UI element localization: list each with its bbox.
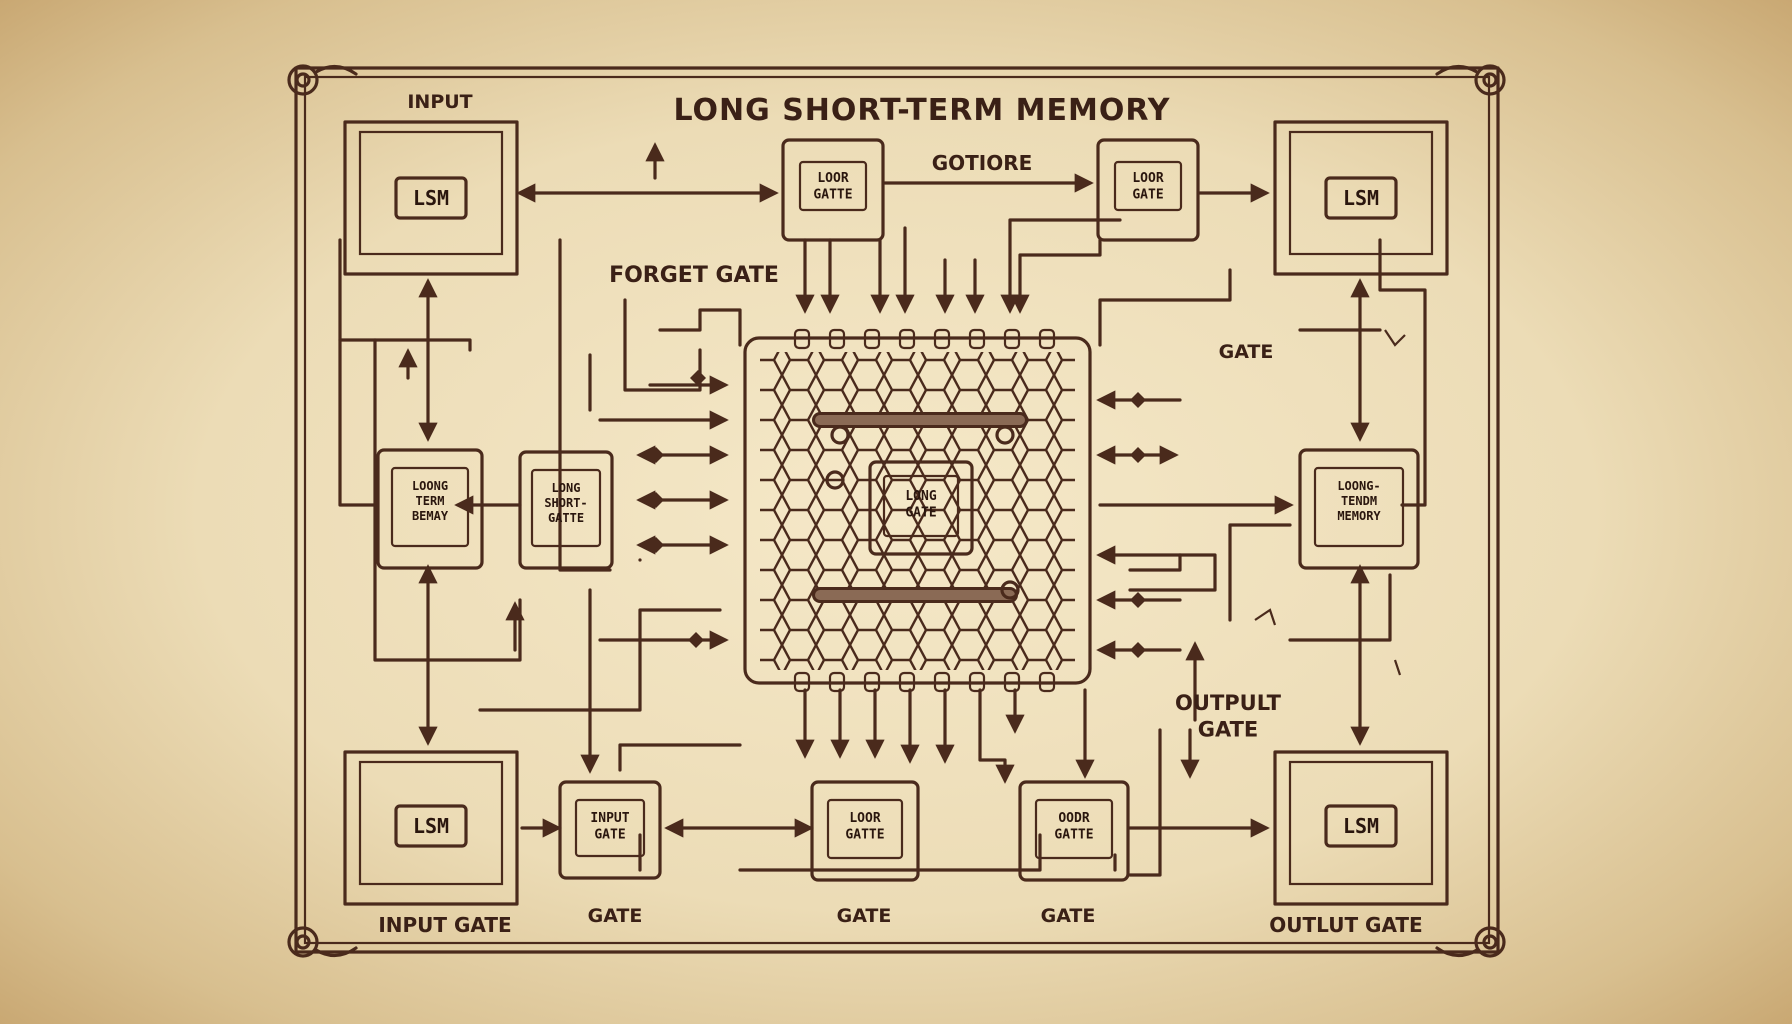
- text-line: GATTE: [1054, 827, 1093, 842]
- label-input-top: INPUT: [407, 91, 472, 113]
- label-gate-bottom-1: GATE: [588, 905, 643, 927]
- text-line: INPUT: [590, 811, 629, 826]
- corner-flourish-tl: [287, 64, 358, 96]
- text-line: LONG: [905, 489, 936, 504]
- text-line: LONG: [552, 481, 581, 495]
- text-line: GATTE: [813, 187, 852, 202]
- text-line: BEMAY: [412, 509, 449, 523]
- text-line: GATE: [1132, 187, 1163, 202]
- text-line: GATE: [1198, 717, 1259, 741]
- text-line: GATTE: [845, 827, 884, 842]
- ornamental-frame: [287, 64, 1506, 958]
- corner-flourish-tr: [1435, 64, 1506, 96]
- text-line: GATE: [594, 827, 625, 842]
- label-output-gate-bottom: OUTLUT GATE: [1269, 913, 1422, 937]
- connector-lines: [338, 142, 1427, 877]
- label-gate-right: GATE: [1219, 341, 1274, 363]
- lsm-top-right-label: LSM: [1343, 186, 1379, 210]
- text-line: GATTE: [548, 511, 584, 525]
- text-line: TERM: [416, 494, 445, 508]
- lsm-node-bottom-left: LSM: [343, 750, 519, 906]
- text-line: LOONG-: [1337, 479, 1380, 493]
- lsm-bottom-right-label: LSM: [1343, 814, 1379, 838]
- text-line: GATE: [905, 505, 936, 520]
- text-line: LOOR: [1132, 171, 1163, 186]
- label-gate-bottom-3: GATE: [1041, 905, 1096, 927]
- label-forget-gate: FORGET GATE: [609, 263, 779, 288]
- text-line: OODR: [1058, 811, 1089, 826]
- lsm-node-top-left: LSM: [343, 120, 519, 276]
- chip-pins-bottom: [793, 671, 1056, 693]
- text-line: LOOR: [849, 811, 880, 826]
- lsm-node-top-right: LSM: [1273, 120, 1449, 276]
- corner-flourish-bl: [287, 926, 358, 958]
- text-line: LOOR: [817, 171, 848, 186]
- text-line: TENDM: [1341, 494, 1377, 508]
- lsm-top-left-label: LSM: [413, 186, 449, 210]
- text-line: MEMORY: [1337, 509, 1381, 523]
- diagram-title: LONG SHORT-TERM MEMORY: [673, 93, 1170, 128]
- label-gate-bottom-2: GATE: [837, 905, 892, 927]
- corner-flourish-br: [1435, 926, 1506, 958]
- lsm-bottom-left-label: LSM: [413, 814, 449, 838]
- central-chip: [743, 328, 1092, 693]
- label-input-gate-bottom: INPUT GATE: [378, 913, 511, 937]
- label-gotiore: GOTIORE: [932, 151, 1033, 175]
- text-line: OUTPULT: [1175, 691, 1282, 715]
- chip-pins-top: [793, 328, 1056, 350]
- lsm-node-bottom-right: LSM: [1273, 750, 1449, 906]
- junction-diamonds: [648, 370, 1146, 658]
- text-line: LOONG: [412, 479, 448, 493]
- text-line: SHORT-: [544, 496, 587, 510]
